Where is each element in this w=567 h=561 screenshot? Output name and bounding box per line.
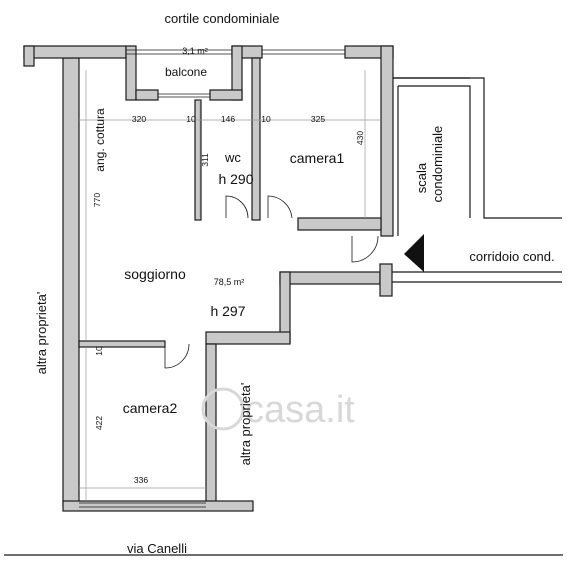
dim-10-a: 10: [186, 114, 196, 124]
top-left-corner: [23, 45, 35, 67]
living-height-label: h 297: [210, 303, 245, 319]
street-label: via Canelli: [127, 541, 187, 556]
wc-door: [225, 195, 249, 219]
wc-left-wall: [194, 99, 202, 221]
stairs-label-line2: condominiale: [430, 126, 445, 203]
entrance-door: [351, 235, 379, 263]
bedroom1-label: camera1: [290, 150, 345, 166]
other-property-left-label: altra proprieta': [34, 292, 49, 375]
camera2-top-wall: [78, 340, 166, 348]
entrance-arrow: [404, 234, 424, 272]
wc-height-label: h 290: [218, 171, 253, 187]
dim-325: 325: [311, 114, 325, 124]
dim-422: 422: [94, 416, 104, 430]
living-label: soggiorno: [124, 266, 186, 282]
living-bottom-right-wall: [205, 331, 291, 345]
top-left-wall: [23, 45, 127, 59]
wc-right-wall: [251, 57, 261, 221]
watermark-text: casa.it: [245, 389, 355, 431]
balcony-area-label: 3,1 m²: [182, 46, 208, 56]
dim-146: 146: [221, 114, 235, 124]
bottom-wall: [62, 500, 254, 512]
dim-336: 336: [134, 475, 148, 485]
bedroom2-label: camera2: [123, 400, 178, 416]
balcony-label: balcone: [165, 65, 207, 79]
dim-311: 311: [200, 153, 210, 167]
corridor-label: corridoio cond.: [469, 249, 554, 264]
dim-10-b: 10: [261, 114, 271, 124]
cooking-corner-label: ang. cottura: [93, 108, 107, 172]
corridor-pillar: [379, 263, 393, 297]
courtyard-label: cortile condominiale: [165, 11, 280, 26]
other-property-right-label: altra proprieta': [238, 383, 253, 466]
wc-label: wc: [224, 150, 241, 165]
balcony-right-foot: [209, 89, 243, 101]
stairs-label-line1: scala: [414, 162, 429, 193]
doors: [164, 195, 379, 369]
dim-430: 430: [355, 131, 365, 145]
outlines: [4, 58, 563, 556]
total-area-label: 78,5 m²: [214, 277, 245, 287]
dim-770: 770: [92, 193, 102, 207]
windows: [79, 49, 345, 508]
camera1-bottom-wall: [297, 217, 382, 231]
watermark: casa.it: [201, 387, 355, 431]
camera1-door: [267, 195, 293, 219]
dim-10-c: 10: [94, 346, 104, 356]
left-outer-wall: [62, 57, 80, 507]
living-right-step-wall: [279, 271, 381, 285]
balcony-left-wall: [125, 45, 137, 101]
stair-outline-top: [393, 77, 562, 219]
stair-inner: [398, 85, 471, 218]
camera1-right-wall: [380, 45, 394, 237]
camera2-door: [164, 343, 190, 369]
dim-320: 320: [132, 114, 146, 124]
balcony-left-foot: [135, 89, 159, 101]
dimension-lines: [79, 70, 381, 500]
